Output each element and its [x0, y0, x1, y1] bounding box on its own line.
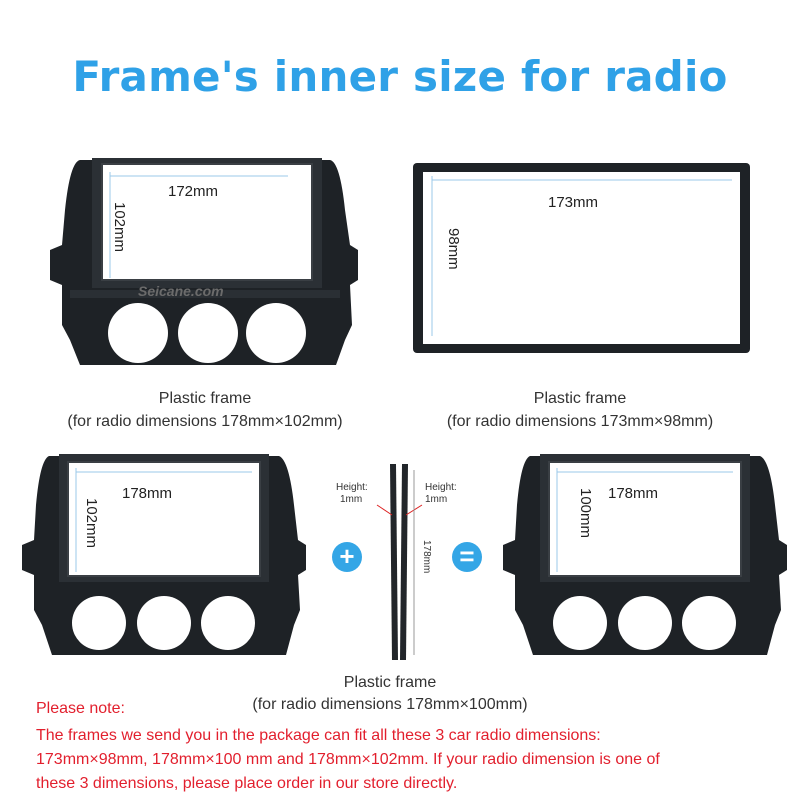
caption-dimensions-top-left: (for radio dimensions 178mm×102mm)	[67, 413, 343, 430]
strip-height-value-right: 1mm	[425, 494, 448, 505]
note-heading: Please note:	[36, 700, 125, 717]
rectangular-frame-top-right	[413, 163, 750, 353]
strip-length-label: 178mm	[421, 540, 432, 574]
width-label-bottom-left: 178mm	[122, 485, 173, 502]
caption-title-bottom: Plastic frame	[343, 674, 437, 691]
strip-height-label-right: Height:	[425, 482, 457, 493]
note-line-1: The frames we send you in the package ca…	[36, 727, 601, 744]
equals-icon: =	[452, 542, 482, 572]
height-label-bottom-right: 100mm	[577, 488, 594, 539]
strip-height-value-left: 1mm	[340, 494, 363, 505]
caption-title-top-left: Plastic frame	[158, 390, 252, 407]
fascia-frame-bottom-right	[503, 454, 787, 655]
spacer-strips	[376, 464, 423, 660]
note-body: The frames we send you in the package ca…	[36, 724, 776, 796]
caption-dimensions-top-right: (for radio dimensions 173mm×98mm)	[446, 413, 714, 430]
width-label-bottom-right: 178mm	[608, 485, 659, 502]
height-label-top-right: 98mm	[445, 228, 462, 270]
note-line-3: these 3 dimensions, please place order i…	[36, 775, 458, 792]
width-label-top-right: 173mm	[548, 194, 599, 211]
caption-title-top-right: Plastic frame	[533, 390, 627, 407]
fascia-frame-bottom-left	[22, 454, 306, 655]
note-line-2: 173mm×98mm, 178mm×100 mm and 178mm×102mm…	[36, 751, 660, 768]
caption-dimensions-bottom: (for radio dimensions 178mm×100mm)	[252, 696, 528, 713]
fascia-frame-top-left	[50, 158, 358, 365]
watermark: Seicane.com	[138, 283, 224, 299]
plus-icon: +	[332, 542, 362, 572]
height-label-bottom-left: 102mm	[83, 498, 100, 549]
page-title: Frame's inner size for radio	[72, 52, 728, 101]
strip-height-label-left: Height:	[336, 482, 368, 493]
height-label-top-left: 102mm	[111, 202, 128, 253]
width-label-top-left: 172mm	[168, 183, 219, 200]
